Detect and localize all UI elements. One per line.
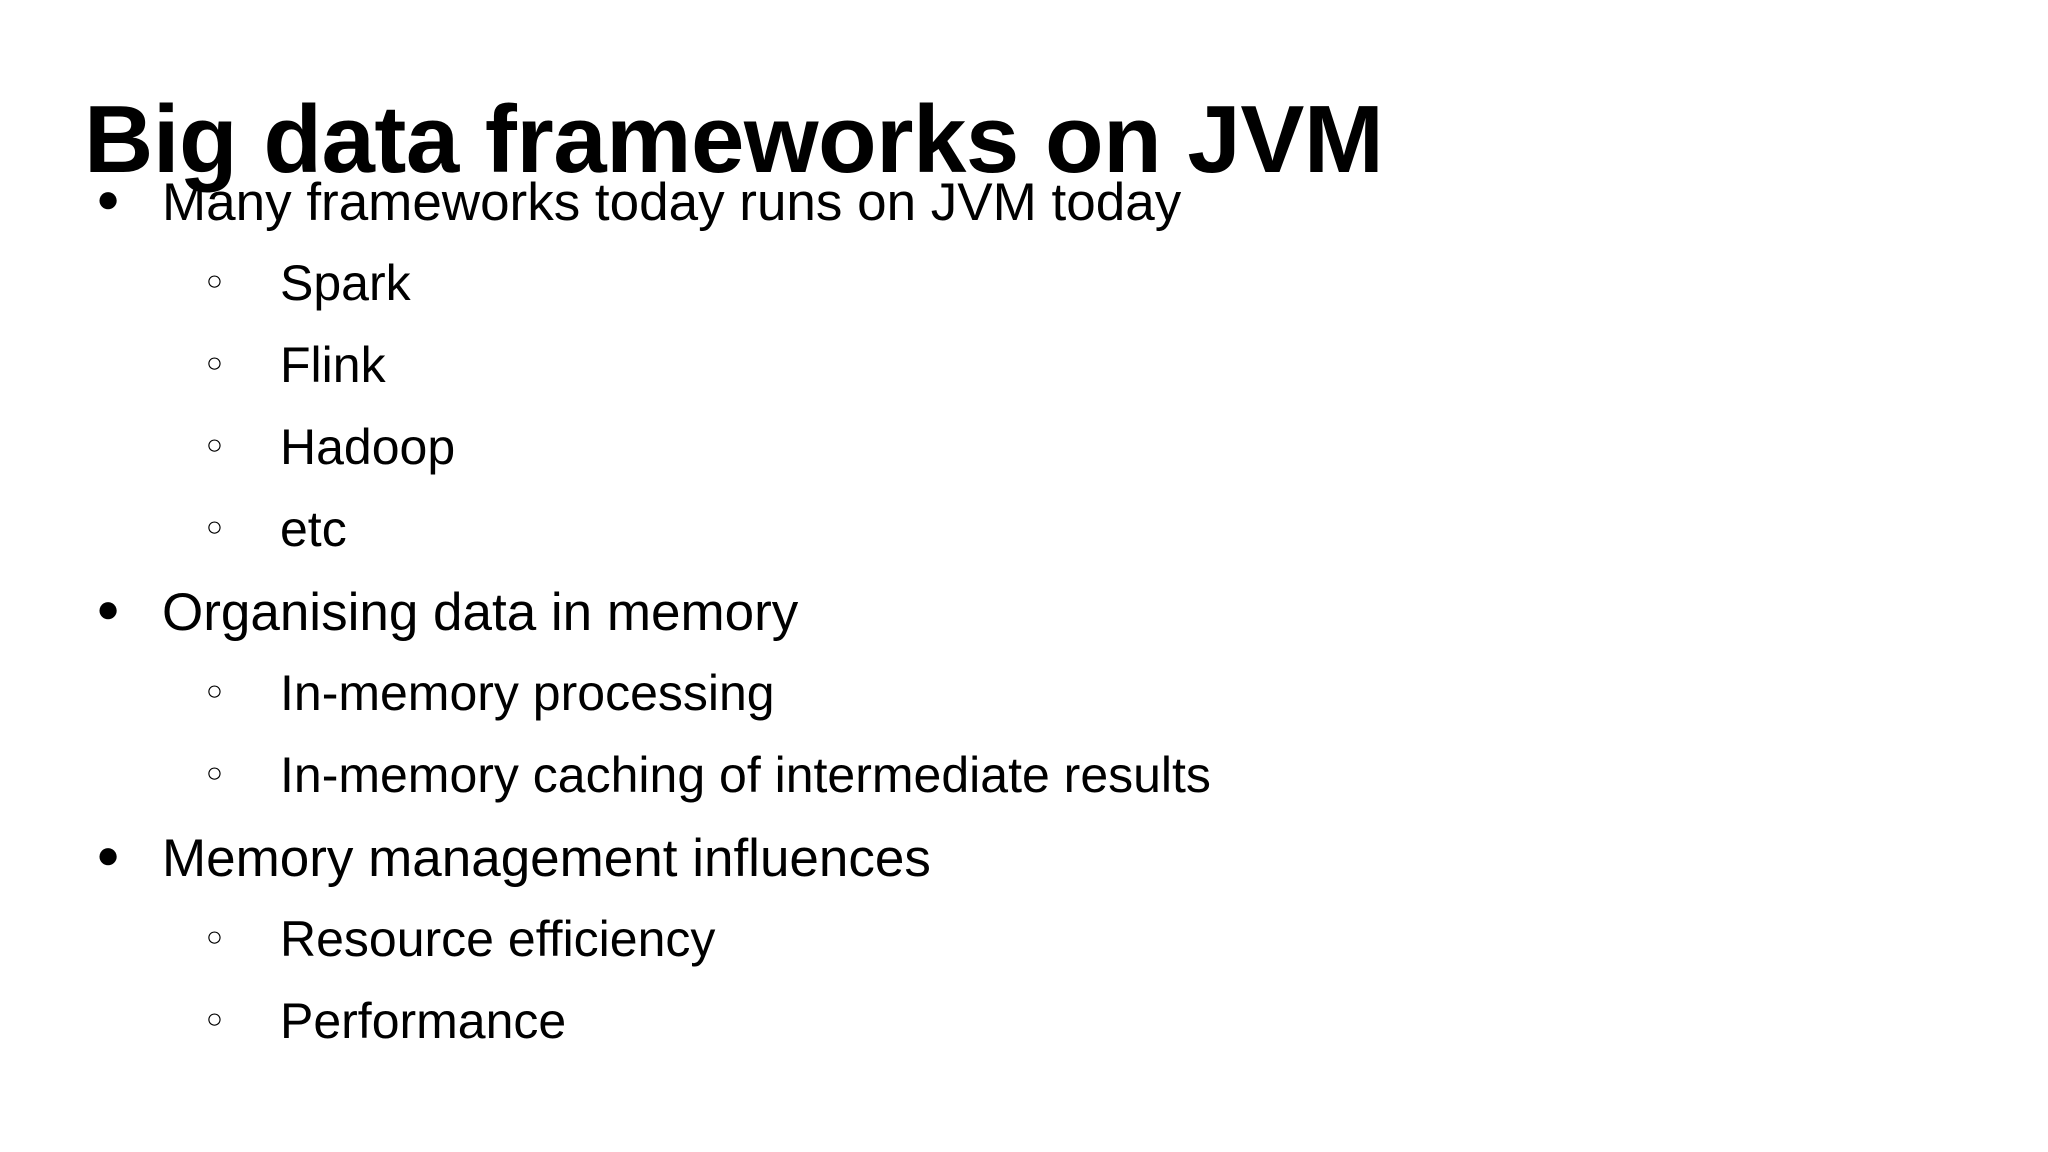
bullet-item-level-1: ● Organising data in memory: [0, 586, 2048, 668]
bullet-text: Many frameworks today runs on JVM today: [162, 173, 1182, 232]
bullet-text: Performance: [280, 993, 567, 1049]
bullet-text: In-memory processing: [280, 665, 775, 721]
bullet-text: etc: [280, 501, 347, 557]
bullet-text: Spark: [280, 255, 411, 311]
slide-title: Big data frameworks on JVM: [84, 86, 1384, 194]
slide-body-bullet-list: ● Many frameworks today runs on JVM toda…: [0, 176, 2048, 1078]
bullet-item-level-2: ○ Resource efficiency: [0, 914, 2048, 996]
bullet-item-level-2: ○ Hadoop: [0, 422, 2048, 504]
bullet-text: Resource efficiency: [280, 911, 716, 967]
bullet-text: Hadoop: [280, 419, 456, 475]
hollow-circle-bullet-icon: ○: [206, 1003, 223, 1034]
bullet-item-level-1: ● Many frameworks today runs on JVM toda…: [0, 176, 2048, 258]
bullet-item-level-2: ○ In-memory processing: [0, 668, 2048, 750]
bullet-text: Memory management influences: [162, 829, 931, 888]
hollow-circle-bullet-icon: ○: [206, 429, 223, 460]
bullet-item-level-1: ● Memory management influences: [0, 832, 2048, 914]
bullet-text: Organising data in memory: [162, 583, 799, 642]
bullet-text: Flink: [280, 337, 386, 393]
bullet-text: In-memory caching of intermediate result…: [280, 747, 1211, 803]
filled-disc-bullet-icon: ●: [96, 833, 121, 877]
bullet-item-level-2: ○ Flink: [0, 340, 2048, 422]
filled-disc-bullet-icon: ●: [96, 177, 121, 221]
hollow-circle-bullet-icon: ○: [206, 675, 223, 706]
hollow-circle-bullet-icon: ○: [206, 757, 223, 788]
bullet-item-level-2: ○ etc: [0, 504, 2048, 586]
filled-disc-bullet-icon: ●: [96, 587, 121, 631]
hollow-circle-bullet-icon: ○: [206, 921, 223, 952]
bullet-item-level-2: ○ In-memory caching of intermediate resu…: [0, 750, 2048, 832]
hollow-circle-bullet-icon: ○: [206, 511, 223, 542]
hollow-circle-bullet-icon: ○: [206, 347, 223, 378]
bullet-item-level-2: ○ Spark: [0, 258, 2048, 340]
hollow-circle-bullet-icon: ○: [206, 265, 223, 296]
bullet-item-level-2: ○ Performance: [0, 996, 2048, 1078]
